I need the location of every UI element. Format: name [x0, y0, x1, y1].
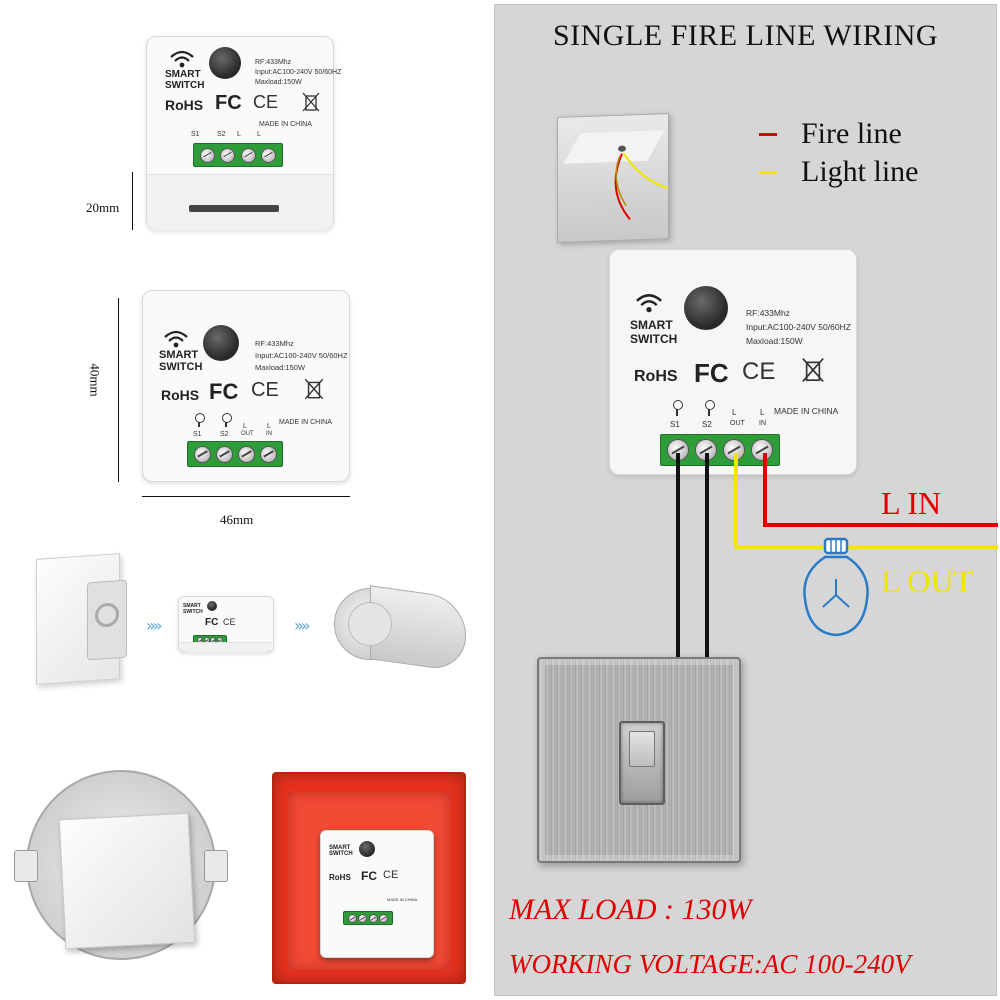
- maxload-text: Maxload:150W: [255, 363, 306, 372]
- light-bulb-icon: [803, 537, 869, 637]
- fire-line-swatch: [759, 132, 777, 136]
- input-text: Input:AC100-240V 50/60HZ: [746, 322, 851, 332]
- fc-mark: FC: [694, 358, 729, 388]
- terminal-sub-in: IN: [759, 420, 766, 427]
- working-voltage-spec: WORKING VOLTAGE:AC 100-240V: [509, 949, 911, 979]
- rohs-mark: RoHS: [161, 387, 200, 403]
- ce-mark: CE: [253, 92, 279, 112]
- button-hole: [209, 47, 241, 79]
- max-load-spec: MAX LOAD : 130W: [509, 893, 752, 926]
- rf-text: RF:433Mhz: [746, 308, 790, 318]
- made-in-text: MADE IN CHINA: [279, 419, 332, 426]
- brand-line2: SWITCH: [630, 332, 678, 346]
- terminal-block: [187, 441, 283, 467]
- terminal-label-s2: S2: [217, 131, 226, 138]
- input-text: Input:AC100-240V 50/60HZ: [255, 351, 348, 360]
- ceiling-illustration: [557, 113, 669, 243]
- made-in-text: MADE IN CHINA: [774, 406, 839, 416]
- brand-line1: SMART: [165, 69, 201, 80]
- depth-dimension-line: [132, 172, 133, 230]
- fc-mark: FC: [215, 92, 242, 114]
- ce-mark: CE: [742, 358, 776, 385]
- weee-bin-icon: [302, 92, 320, 112]
- rohs-mark: RoHS: [165, 97, 204, 113]
- button-hole: [684, 286, 728, 330]
- rohs-mark: RoHS: [634, 368, 678, 385]
- terminal-sub-in: IN: [266, 431, 272, 437]
- depth-dimension-label: 20mm: [86, 200, 120, 215]
- light-line-swatch: [759, 170, 777, 174]
- brand-line1: SMART: [159, 349, 199, 361]
- terminal-label-lout: L: [237, 131, 241, 138]
- height-dimension-line: [118, 298, 119, 482]
- brand-line2: SWITCH: [165, 80, 205, 91]
- brand-line2: SWITCH: [159, 361, 203, 373]
- legend-fire-label: Fire line: [801, 117, 902, 150]
- wifi-icon: [170, 50, 194, 68]
- weee-bin-icon: [802, 357, 824, 383]
- terminal-sub-out: OUT: [241, 431, 254, 437]
- round-box-photo: [14, 760, 228, 972]
- terminal-block: [660, 434, 780, 466]
- terminal-sub-out: OUT: [730, 420, 745, 427]
- button-hole: [203, 325, 239, 361]
- maxload-text: Maxload:150W: [746, 336, 803, 346]
- terminal-label-s2: S2: [220, 431, 229, 438]
- wiring-panel: SINGLE FIRE LINE WIRING Fire line Light …: [494, 4, 998, 996]
- weee-bin-icon: [304, 378, 324, 400]
- terminal-label-lout: L: [243, 423, 247, 430]
- terminal-label-s1: S1: [670, 420, 680, 429]
- wifi-icon: [164, 330, 188, 348]
- terminal-block: [193, 143, 283, 167]
- module-side-view: SMART SWITCH RF:433Mhz Input:AC100-240V …: [146, 36, 341, 230]
- fc-mark: FC: [209, 379, 239, 404]
- legend-light-line: Light line: [759, 155, 918, 189]
- legend-fire-line: Fire line: [759, 117, 902, 151]
- terminal-label-lin: L: [267, 423, 271, 430]
- terminal-label-lin: L: [257, 131, 261, 138]
- width-dimension-label: 46mm: [220, 512, 254, 527]
- rocker-switch[interactable]: [619, 721, 665, 805]
- terminal-label-lin: L: [760, 408, 765, 417]
- rf-text: RF:433Mhz: [255, 339, 294, 348]
- module-front-view: SMART SWITCH RF:433Mhz Input:AC100-240V …: [142, 290, 350, 482]
- l-in-label: L IN: [881, 485, 942, 521]
- side-slot: [189, 205, 279, 212]
- arrow-icon: »»: [294, 616, 310, 635]
- made-in-text: MADE IN CHINA: [259, 121, 312, 128]
- ce-mark: CE: [251, 379, 279, 401]
- height-dimension-label: 40mm: [87, 363, 103, 397]
- terminal-label-lout: L: [732, 408, 737, 417]
- maxload-text: Maxload:150W: [255, 79, 302, 86]
- terminal-label-s2: S2: [702, 420, 712, 429]
- arrow-icon: »»: [146, 616, 162, 635]
- module-wiring-view: SMART SWITCH RF:433Mhz Input:AC100-240V …: [609, 249, 857, 475]
- legend-light-label: Light line: [801, 155, 919, 188]
- width-dimension-line: [142, 496, 350, 497]
- terminal-label-s1: S1: [193, 431, 202, 438]
- rf-text: RF:433Mhz: [255, 59, 292, 66]
- wiring-lines: [676, 453, 998, 659]
- input-text: Input:AC100-240V 50/60HZ: [255, 69, 342, 76]
- wifi-icon: [636, 294, 662, 313]
- wiring-title: SINGLE FIRE LINE WIRING: [552, 19, 939, 52]
- l-out-label: L OUT: [881, 563, 974, 599]
- wall-switch-photo: [36, 553, 127, 685]
- wall-switch-plate: [537, 657, 741, 863]
- junction-box-photo: [334, 582, 468, 674]
- terminal-label-s1: S1: [191, 131, 200, 138]
- brand-line1: SMART: [630, 318, 673, 332]
